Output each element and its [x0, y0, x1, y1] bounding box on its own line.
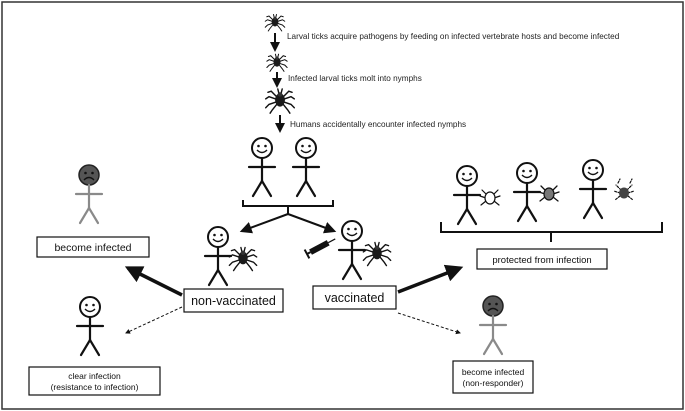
arrow-to-protected — [397, 264, 464, 294]
non-responder-box — [452, 360, 534, 394]
split-arrow-left — [239, 213, 289, 234]
split-arrow-right — [287, 213, 337, 234]
protected-label: protected from infection — [492, 255, 591, 266]
vaccinated-box — [312, 285, 397, 310]
clear-infection-box — [28, 366, 161, 396]
clear-infection-line2: (resistance to infection) — [51, 382, 139, 392]
become-infected-label: become infected — [54, 242, 131, 254]
protected-bracket — [440, 222, 663, 242]
arrow-to-non-responder — [397, 312, 461, 335]
protected-group — [440, 158, 663, 242]
vaccinated-label: vaccinated — [325, 291, 385, 305]
tick-icon — [479, 189, 501, 206]
non-responder-line2: (non-responder) — [463, 378, 524, 388]
step-3-text: Humans accidentally encounter infected n… — [290, 120, 466, 129]
non-vaccinated-label: non-vaccinated — [191, 294, 276, 308]
syringe-icon — [303, 238, 336, 259]
tick-lifecycle-column: Larval ticks acquire pathogens by feedin… — [264, 14, 620, 133]
clear-infection-line1: clear infection — [68, 371, 121, 381]
tick-icon — [613, 178, 635, 201]
non-vaccinated-box — [183, 288, 284, 313]
non-responder-line1: become infected — [462, 367, 525, 377]
step-2-text: Infected larval ticks molt into nymphs — [288, 74, 422, 83]
protected-box — [476, 248, 608, 270]
step-1-text: Larval ticks acquire pathogens by feedin… — [287, 32, 620, 41]
become-infected-box — [36, 236, 150, 258]
arrow-to-become-infected — [124, 266, 183, 297]
humans-bracket — [242, 200, 334, 214]
tick-icon — [538, 185, 560, 202]
arrow-to-clear-infection — [125, 306, 183, 334]
